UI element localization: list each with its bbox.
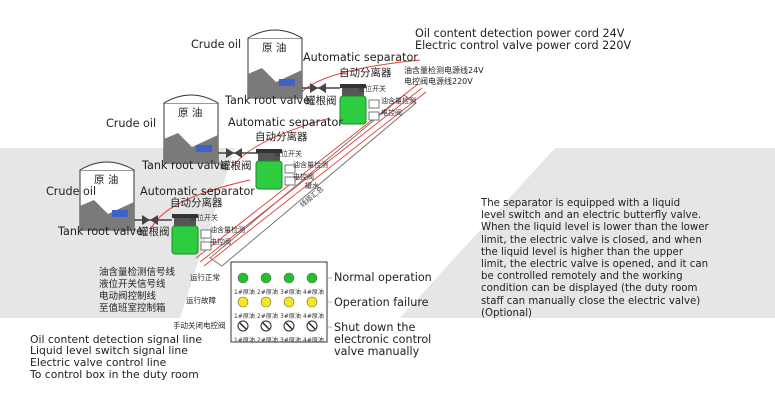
tank-3 [79, 161, 135, 231]
tank-3-label-cn: 原 油 [94, 174, 119, 186]
lamp-failure-4 [306, 296, 318, 308]
background-band-right [400, 148, 775, 318]
oil-detect-tag-2: 油含量检测 [293, 161, 328, 169]
power-cord-label-24v: Oil content detection power cord 24V [415, 27, 625, 40]
tank-1 [247, 29, 303, 99]
valve-tag-1: 电控阀 [381, 109, 402, 117]
separator-3-label-cn: 自动分离器 [170, 197, 223, 209]
panel-leader-lines [327, 277, 332, 328]
description-line-7: be controlled remotely and the working [481, 271, 683, 283]
signal-line-en-4: To control box in the duty room [30, 368, 199, 381]
tank-water-tag: 罐水 [305, 182, 319, 190]
valve-2-label-cn: 罐根阀 [220, 160, 252, 172]
separator-2 [255, 149, 283, 190]
description-line-9: staff can manually close the electric va… [481, 295, 701, 307]
panel-failure-tank-label-2: 2#原油 [257, 313, 278, 320]
tank-1-label: Crude oil [191, 38, 242, 51]
oil-detect-tag-1: 油含量检测 [381, 97, 416, 105]
manual-switch-indicator-4 [308, 322, 316, 330]
description-line-4: limit, the electric valve is closed, and… [481, 234, 702, 246]
panel-manual-tank-label-1: 1#原油 [234, 337, 255, 344]
panel-manual-tank-label-4: 4#原油 [303, 337, 324, 344]
valve-tag-3: 电控阀 [210, 238, 231, 246]
panel-row-normal-cn: 运行正常 [190, 273, 220, 282]
valve-2-label: Tank root valve [142, 159, 228, 172]
signal-line-en-3: Electric valve control line [30, 356, 167, 369]
switch-tag-2: 液位开关 [274, 150, 302, 158]
signal-line-cn-4: 至值班室控制箱 [99, 303, 166, 314]
description-line-1: The separator is equipped with a liquid [481, 198, 681, 209]
panel-normal-tank-label-2: 2#原油 [257, 289, 278, 296]
panel-row-manual-en-3: valve manually [334, 345, 420, 358]
power-cord-label-220v-cn: 电控阀电源线220V [404, 77, 473, 86]
power-cord-label-24v-cn: 油含量检测电源线24V [404, 66, 484, 75]
signal-lines [149, 59, 427, 267]
panel-row-manual-en-2: electronic control [334, 333, 432, 346]
panel-manual-tank-label-3: 3#原油 [280, 337, 301, 344]
power-cord-label-220v: Electric control valve power cord 220V [415, 39, 632, 52]
switch-tag-1: 液位开关 [358, 85, 386, 93]
tank-1-label-cn: 原 油 [262, 42, 287, 54]
valve-3-label-cn: 罐根阀 [138, 226, 170, 238]
description-line-3: When the liquid level is lower than the … [481, 222, 709, 234]
lamp-failure-2 [260, 296, 272, 308]
panel-row-normal-en: Normal operation [334, 271, 432, 284]
lamp-failure-1 [237, 296, 249, 308]
background-band-left [0, 148, 235, 318]
lamp-normal-4 [306, 272, 318, 284]
separator-1-label: Automatic separator [303, 51, 418, 64]
panel-normal-tank-label-1: 1#原油 [234, 289, 255, 296]
tank-3-label: Crude oil [46, 185, 97, 198]
connector-boxes [200, 99, 380, 251]
signal-line-cn-3: 电动阀控制线 [99, 291, 157, 302]
separator-2-label-cn: 自动分离器 [255, 131, 308, 143]
panel-row-manual-en-1: Shut down the [334, 321, 416, 334]
valve-1-label: Tank root valve [225, 94, 311, 107]
panel-normal-tank-label-3: 3#原油 [280, 289, 301, 296]
signal-line-cn-2: 液位开关信号线 [99, 279, 166, 290]
panel-failure-tank-label-3: 3#原油 [280, 313, 301, 320]
signal-line-en-2: Liquid level switch signal line [30, 344, 188, 357]
signal-line-en-1: Oil content detection signal line [30, 333, 202, 346]
tank-2 [163, 94, 219, 164]
description-line-2: level switch and an electric butterfly v… [481, 210, 702, 222]
panel-row-manual-cn: 手动关闭电控阀 [173, 321, 226, 330]
manual-switch-indicator-1 [239, 322, 247, 330]
separator-3 [171, 214, 199, 255]
lamp-normal-3 [283, 272, 295, 284]
manual-switch-indicator-3 [285, 322, 293, 330]
lamp-failure-3 [283, 296, 295, 308]
separator-1 [339, 84, 367, 125]
tank-2-label: Crude oil [106, 117, 157, 130]
valve-tag-2: 电控阀 [293, 173, 314, 181]
signal-line-cn-1: 油含量检测信号线 [99, 267, 176, 278]
panel-row-failure-en: Operation failure [334, 296, 429, 309]
description-line-6: limit, the electric valve is opened, and… [481, 259, 709, 270]
panel-row-failure-cn: 运行故障 [186, 296, 216, 305]
description-line-8: condition can be displayed (the duty roo… [481, 283, 698, 295]
switch-tag-3: 液位开关 [190, 214, 218, 222]
separator-1-label-cn: 自动分离器 [339, 67, 392, 79]
valve-icons [142, 83, 326, 225]
valve-1-label-cn: 罐根阀 [305, 95, 337, 107]
panel-lamps [237, 272, 318, 332]
lamp-normal-1 [237, 272, 249, 284]
separator-3-label: Automatic separator [140, 185, 255, 198]
tank-2-label-cn: 原 油 [178, 107, 203, 119]
description-line-5: the liquid level is higher than the uppe… [481, 246, 684, 258]
separator-2-label: Automatic separator [228, 116, 343, 129]
panel-failure-tank-label-4: 4#原油 [303, 313, 324, 320]
oil-detect-tag-3: 油含量检测 [210, 226, 245, 234]
lamp-normal-2 [260, 272, 272, 284]
panel-failure-tank-label-1: 1#原油 [234, 313, 255, 320]
valve-3-label: Tank root valve [58, 225, 144, 238]
description-line-10: (Optional) [481, 307, 533, 319]
manual-switch-indicator-2 [262, 322, 270, 330]
panel-normal-tank-label-4: 4#原油 [303, 289, 324, 296]
panel-manual-tank-label-2: 2#原油 [257, 337, 278, 344]
